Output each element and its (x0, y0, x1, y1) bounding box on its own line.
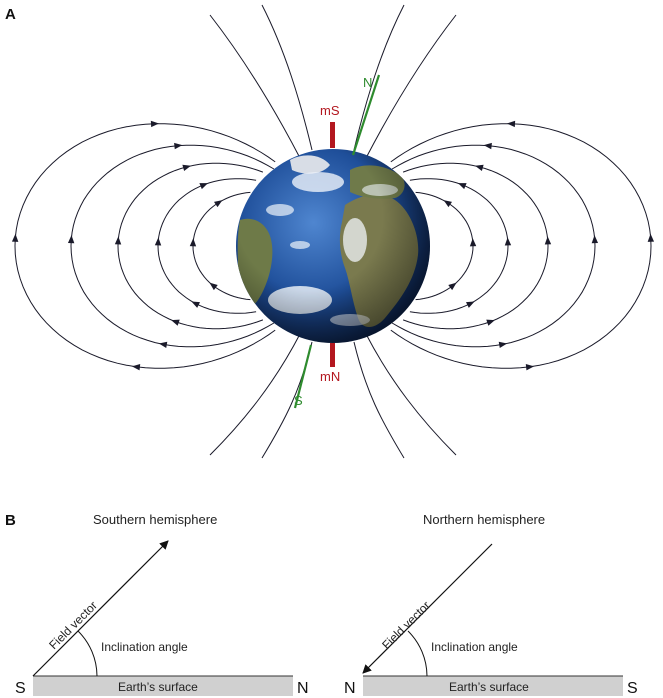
field-line-right-3 (402, 162, 549, 330)
field-arrow-right-1-1 (443, 200, 453, 208)
field-lines (11, 4, 655, 459)
open-line-top-left-inner (261, 4, 313, 151)
field-arrow-left-5-1 (150, 120, 159, 128)
open-line-top-right-inner (353, 4, 405, 151)
panel-b-label: B (5, 512, 16, 529)
field-arrow-right-5-1 (507, 120, 516, 128)
field-line-right-5 (390, 123, 652, 369)
southern-angle-label: Inclination angle (101, 640, 188, 654)
open-line-bottom-right-inner (353, 341, 405, 459)
open-line-bottom-left-outer (209, 333, 301, 456)
field-arrow-left-3-1 (182, 164, 191, 171)
northern-surface-label: Earth’s surface (449, 680, 529, 694)
field-arrow-right-3-3 (486, 319, 495, 326)
southern-surface-label: Earth’s surface (118, 680, 198, 694)
field-line-right-4 (391, 144, 596, 348)
needle-label-top: N (363, 75, 372, 90)
field-arrow-right-5-2 (647, 233, 655, 242)
field-arrow-left-2-1 (199, 183, 208, 190)
field-arrow-left-5-3 (131, 364, 141, 371)
field-arrow-right-4-1 (483, 142, 492, 150)
field-arrow-right-3-2 (544, 236, 552, 245)
northern-hemisphere-diagram: Northern hemisphere Earth’s surface Incl… (344, 512, 638, 697)
open-line-bottom-left-inner (261, 341, 313, 459)
pole-label-bottom: mN (320, 369, 340, 384)
northern-right-letter: S (627, 680, 638, 697)
field-arrow-left-4-1 (174, 142, 183, 150)
field-arrow-right-5-3 (525, 364, 535, 371)
field-line-left-4 (70, 144, 275, 348)
field-line-left-2 (157, 178, 257, 314)
panel-a-label: A (5, 6, 16, 23)
field-arrow-left-2-3 (191, 301, 200, 308)
southern-right-letter: N (297, 680, 309, 697)
field-arrow-right-2-2 (504, 237, 512, 246)
field-arrow-left-2-2 (154, 237, 162, 246)
field-arrow-left-1-1 (213, 200, 223, 208)
northern-vector-label: Field vector (379, 598, 433, 652)
field-arrow-left-3-3 (171, 319, 180, 326)
field-arrow-right-1-3 (448, 282, 457, 291)
magnetic-north-pole-bar (330, 343, 335, 367)
field-arrow-left-4-2 (67, 235, 75, 244)
field-arrow-right-2-3 (466, 301, 475, 308)
southern-left-letter: S (15, 680, 26, 697)
field-line-left-5 (14, 123, 276, 369)
northern-angle-label: Inclination angle (431, 640, 518, 654)
southern-field-vector-arrow (32, 540, 169, 677)
field-arrow-left-1-2 (189, 238, 197, 247)
compass-needle-top (351, 74, 381, 156)
earth-globe (236, 149, 430, 343)
northern-earth-surface (363, 676, 623, 696)
southern-vector-label: Field vector (46, 598, 100, 652)
compass-needle-bottom (293, 344, 313, 409)
field-arrow-left-5-2 (11, 233, 19, 242)
pole-label-top: mS (320, 103, 340, 118)
open-line-top-left-outer (209, 14, 301, 159)
field-line-left-3 (117, 162, 264, 330)
open-line-top-right-outer (365, 14, 457, 159)
southern-title: Southern hemisphere (93, 512, 217, 527)
southern-earth-surface (33, 676, 293, 696)
field-arrow-right-4-2 (591, 235, 599, 244)
field-line-right-2 (409, 178, 509, 314)
northern-field-vector-arrow (362, 543, 493, 674)
field-arrow-left-1-3 (209, 282, 218, 291)
field-arrow-right-4-3 (498, 341, 508, 349)
northern-left-letter: N (344, 680, 356, 697)
northern-title: Northern hemisphere (423, 512, 545, 527)
magnetic-south-pole-bar (330, 122, 335, 148)
southern-hemisphere-diagram: Southern hemisphere Earth’s surface Incl… (15, 512, 309, 697)
field-arrow-right-3-1 (475, 164, 484, 171)
field-arrow-right-1-2 (469, 238, 477, 247)
field-arrow-left-3-2 (114, 236, 122, 245)
needle-label-bottom: S (294, 393, 303, 408)
field-arrow-right-2-1 (458, 183, 467, 190)
northern-inclination-arc (407, 630, 428, 677)
field-arrow-left-4-3 (158, 341, 168, 349)
southern-inclination-arc (77, 630, 98, 677)
open-line-bottom-right-outer (365, 333, 457, 456)
